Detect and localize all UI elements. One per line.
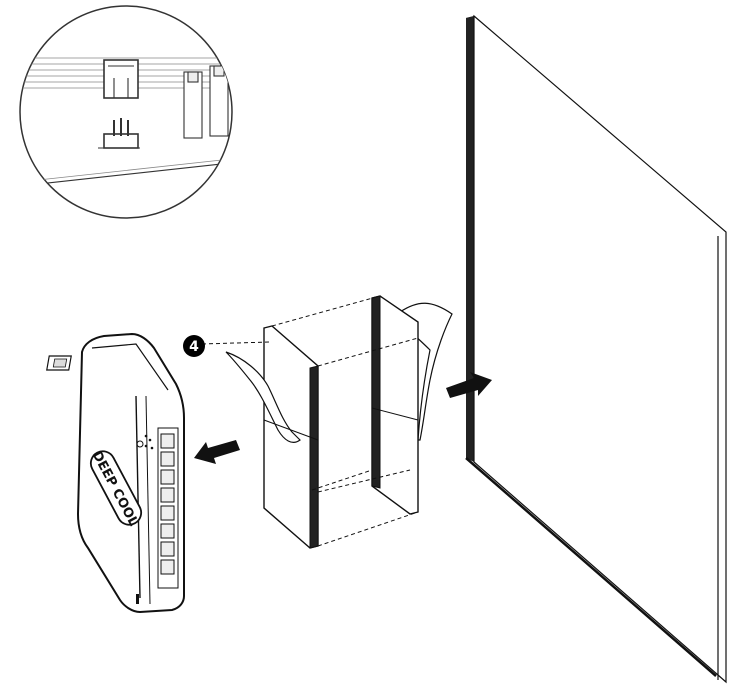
step-badge: 4	[183, 335, 205, 357]
arrow-right-icon	[446, 372, 492, 398]
adhesive-tape-icon	[201, 295, 453, 549]
case-panel-icon	[465, 14, 727, 684]
step-number: 4	[189, 339, 199, 355]
fan-hub-icon: DEEP COOL	[46, 332, 185, 614]
arrow-left-icon	[194, 440, 240, 464]
fan-connector-detail-icon	[19, 5, 233, 219]
